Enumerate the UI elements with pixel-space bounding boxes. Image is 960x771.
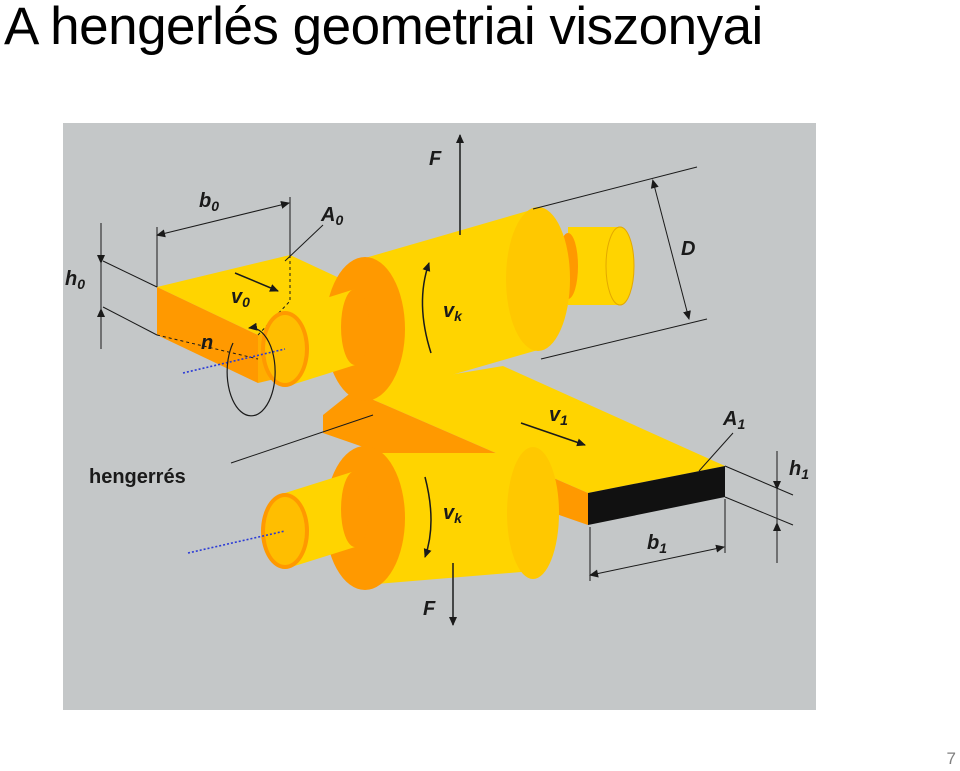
label-h1: h1 [789,458,809,482]
label-a0: A0 [320,204,343,228]
upper-roll [261,207,635,401]
label-h0: h0 [65,268,85,292]
lower-roll [261,446,559,590]
page-number: 7 [946,749,956,768]
v1-arrow [520,422,586,447]
lower-roll-axis [187,530,286,554]
label-v1: v1 [549,404,568,428]
label-f-bottom: F [423,598,436,620]
label-vk-top: vk [443,300,463,324]
label-a1: A1 [722,408,745,432]
d-dimension [532,166,708,360]
label-vk-bottom: vk [443,502,463,526]
label-hengerres: hengerrés [89,466,186,488]
gap-leader [230,414,374,464]
label-d: D [681,238,695,260]
b1-dimension [589,499,726,581]
upper-roll-axis [182,348,286,374]
label-f-top: F [429,148,442,170]
v0-arrow [234,272,279,292]
label-b0: b0 [199,190,219,214]
label-b1: b1 [647,532,667,556]
a0-leader [284,224,324,262]
label-n: n [201,332,213,354]
slide-title: A hengerlés geometriai viszonyai [4,0,763,56]
h0-dimension [97,223,158,349]
b0-dimension [156,197,291,287]
h1-dimension [724,451,794,563]
n-rotation-arrow [226,322,276,417]
roll-rotation-arrow-top [421,262,432,354]
rolling-diagram: b0 A0 h0 v0 n F D vk v1 A1 h1 hengerrés … [63,123,816,710]
rolling-diagram-svg: b0 A0 h0 v0 n F D vk v1 A1 h1 hengerrés … [63,123,816,710]
roll-rotation-arrow-bottom [423,476,432,558]
output-cross-section [588,466,725,525]
a1-leader [698,432,734,472]
label-v0: v0 [231,286,250,310]
